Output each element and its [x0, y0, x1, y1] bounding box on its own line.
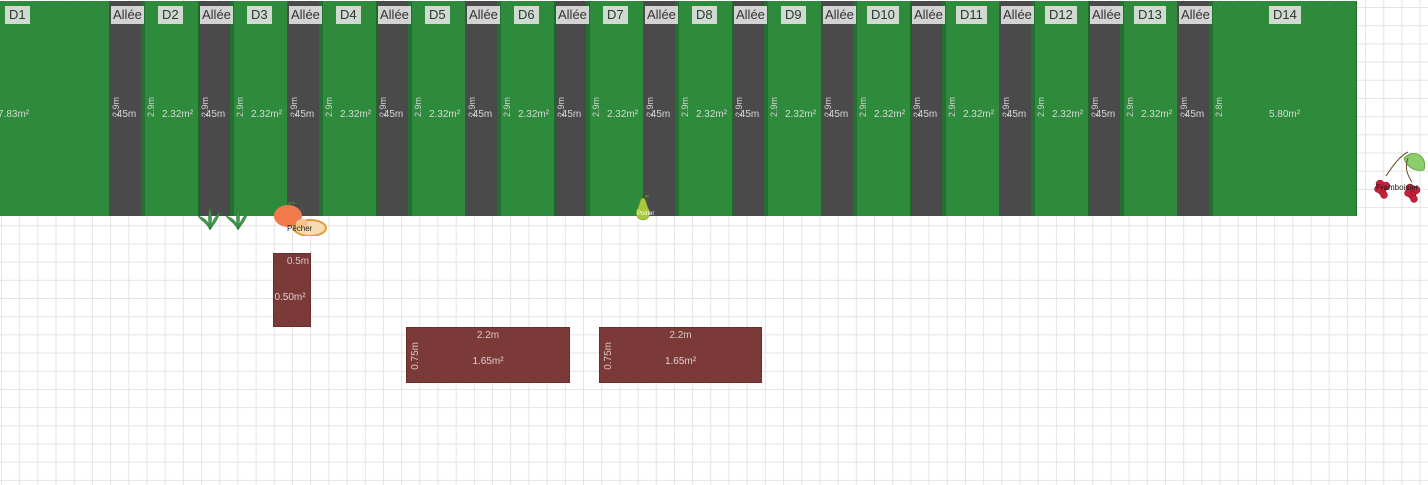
alley-label: Allée: [912, 6, 945, 24]
bed-label: D11: [956, 6, 987, 24]
bed-label: D6: [514, 6, 539, 24]
alley-area: .45m: [826, 109, 849, 120]
bed-label: D12: [1045, 6, 1077, 24]
alley-area: .45m: [1093, 109, 1116, 120]
alley-label: Allée: [734, 6, 767, 24]
alley-area: .45m: [559, 109, 582, 120]
bed-area: 2.32m²: [1140, 109, 1173, 120]
peach-tree-label: Pêcher: [287, 224, 313, 233]
alley-area: .45m: [915, 109, 938, 120]
alley-area: .45m: [381, 109, 404, 120]
bed-label: D8: [692, 6, 717, 24]
planter-box-small[interactable]: 0.5m 0.50m²: [273, 253, 311, 327]
alley-label: Allée: [1001, 6, 1034, 24]
alley-label: Allée: [645, 6, 678, 24]
alley-label: Allée: [200, 6, 233, 24]
alley-label: Allée: [378, 6, 411, 24]
leaf-plant-icon[interactable]: [198, 206, 258, 234]
box-area: 1.65m²: [472, 356, 504, 367]
alley-area: .45m: [470, 109, 493, 120]
bed-area: 2.32m²: [339, 109, 372, 120]
box-area: 0.50m²: [274, 292, 306, 303]
bed-label: D4: [336, 6, 361, 24]
bed-label: D5: [425, 6, 450, 24]
bed-area: 2.32m²: [784, 109, 817, 120]
alley-label: Allée: [467, 6, 500, 24]
box-area: 1.65m²: [664, 356, 697, 367]
bed-area: 2.32m²: [161, 109, 194, 120]
alley-label: Allée: [111, 6, 144, 24]
peach-tree-icon[interactable]: [272, 202, 330, 236]
box-width: 0.5m: [286, 256, 310, 267]
bed-area: 2.32m²: [517, 109, 550, 120]
bed-label: D2: [158, 6, 183, 24]
alley-label: Allée: [556, 6, 589, 24]
bed-area: 2.32m²: [428, 109, 461, 120]
bed-area: 2.32m²: [606, 109, 639, 120]
bed-label: D10: [867, 6, 899, 24]
alley-area: .45m: [1182, 109, 1205, 120]
bed-area: 2.32m²: [695, 109, 728, 120]
planter-box-2[interactable]: 2.2m 0.75m 1.65m²: [599, 327, 762, 383]
bed-area: 2.32m²: [873, 109, 906, 120]
alley-label: Allée: [1090, 6, 1123, 24]
box-width: 2.2m: [476, 330, 500, 341]
alley-label: Allée: [1179, 6, 1212, 24]
alley-area: .45m: [203, 109, 226, 120]
bed-area: 2.32m²: [250, 109, 283, 120]
alley-label: Allée: [823, 6, 856, 24]
bed-d14[interactable]: D14 2.8m 5.80m²: [1213, 1, 1357, 216]
bed-label: D1: [5, 6, 30, 24]
alley-area: .45m: [114, 109, 137, 120]
bed-area: 2.32m²: [1051, 109, 1084, 120]
alley-label: Allée: [289, 6, 322, 24]
pear-tree-label: Poirier: [637, 211, 655, 217]
bed-label: D13: [1134, 6, 1166, 24]
bed-label: D7: [603, 6, 628, 24]
bed-label: D9: [781, 6, 806, 24]
alley-area: .45m: [737, 109, 760, 120]
alley-area: .45m: [1004, 109, 1027, 120]
bed-area: 5.80m²: [1268, 109, 1301, 120]
bed-label: D14: [1269, 6, 1301, 24]
alley-area: .45m: [648, 109, 671, 120]
bed-label: D3: [247, 6, 272, 24]
pear-tree-icon[interactable]: [632, 194, 654, 222]
raspberry-label: Framboisier: [1376, 183, 1419, 192]
bed-d1[interactable]: D1 7.83m²: [0, 1, 110, 216]
alley-area: .45m: [292, 109, 315, 120]
box-width: 2.2m: [669, 330, 692, 341]
planter-box-1[interactable]: 2.2m 0.75m 1.65m²: [406, 327, 570, 383]
raspberry-icon[interactable]: [1370, 148, 1428, 208]
bed-area: 7.83m²: [0, 109, 30, 120]
bed-area: 2.32m²: [962, 109, 995, 120]
